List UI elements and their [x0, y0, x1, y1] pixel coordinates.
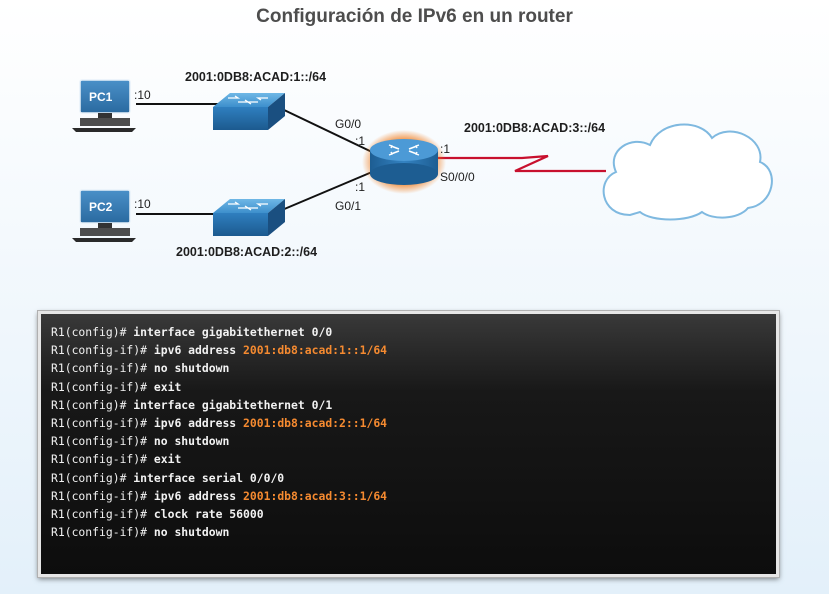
cli-command: ipv6 address	[153, 488, 244, 503]
cli-prompt: R1(config-if)#	[51, 343, 154, 358]
cli-argument: 2001:db8:acad:1::1/64	[243, 343, 388, 358]
cli-command: no shutdown	[153, 434, 230, 449]
cli-prompt: R1(config-if)#	[51, 416, 154, 431]
cli-terminal: R1(config)# interface gigabitethernet 0/…	[37, 310, 780, 578]
cli-line: R1(config)# interface serial 0/0/0	[51, 469, 766, 487]
lan2-network-label: 2001:0DB8:ACAD:2::/64	[176, 245, 318, 259]
cli-command: exit	[153, 379, 182, 394]
link-switch1-router	[281, 108, 373, 153]
cli-command: ipv6 address	[153, 343, 244, 358]
cli-command: interface serial 0/0/0	[133, 470, 285, 485]
cli-command: no shutdown	[153, 361, 230, 376]
g00-interface-label: G0/0	[335, 117, 362, 131]
pc2-label: PC2	[89, 200, 113, 214]
lan1-network-label: 2001:0DB8:ACAD:1::/64	[185, 70, 327, 84]
s000-interface-label: S0/0/0	[440, 170, 475, 184]
page-title: Configuración de IPv6 en un router	[256, 6, 573, 27]
g01-interface-label: G0/1	[335, 199, 362, 213]
serial-link	[436, 154, 606, 173]
cli-prompt: R1(config-if)#	[51, 361, 154, 376]
cli-command: exit	[153, 452, 182, 467]
pc2-host-id: :10	[134, 197, 151, 211]
cli-line: R1(config-if)# ipv6 address 2001:db8:aca…	[51, 487, 766, 505]
cli-line: R1(config-if)# exit	[51, 378, 766, 396]
cli-prompt: R1(config-if)#	[51, 434, 154, 449]
cli-argument: 2001:db8:acad:3::1/64	[243, 488, 388, 503]
cli-prompt: R1(config-if)#	[51, 488, 154, 503]
cli-line: R1(config-if)# ipv6 address 2001:db8:aca…	[51, 341, 766, 359]
cli-line: R1(config-if)# no shutdown	[51, 359, 766, 377]
pc2-icon	[72, 189, 136, 242]
pc1-label: PC1	[89, 90, 113, 104]
pc1-icon	[72, 79, 136, 132]
link-switch2-router	[281, 171, 373, 211]
cli-line: R1(config)# interface gigabitethernet 0/…	[51, 396, 766, 414]
cli-line: R1(config-if)# no shutdown	[51, 432, 766, 450]
switch2-icon	[213, 199, 285, 236]
cli-prompt: R1(config)#	[51, 470, 134, 485]
cli-prompt: R1(config-if)#	[51, 525, 154, 540]
cli-line: R1(config-if)# ipv6 address 2001:db8:aca…	[51, 414, 766, 432]
switch1-icon	[213, 93, 285, 130]
router-icon	[362, 130, 446, 194]
cli-line: R1(config-if)# exit	[51, 450, 766, 468]
g01-host-id: :1	[355, 180, 366, 194]
links	[136, 103, 606, 215]
g00-host-id: :1	[355, 134, 366, 148]
cli-command: clock rate 56000	[153, 507, 264, 522]
cli-line: R1(config-if)# clock rate 56000	[51, 505, 766, 523]
cli-prompt: R1(config-if)#	[51, 507, 154, 522]
cli-command: interface gigabitethernet 0/0	[133, 325, 333, 339]
cli-command: no shutdown	[153, 525, 230, 540]
cli-prompt: R1(config-if)#	[51, 452, 154, 467]
cli-prompt: R1(config-if)#	[51, 379, 154, 394]
cloud-icon	[602, 123, 773, 221]
cli-command: ipv6 address	[153, 416, 244, 431]
cli-argument: 2001:db8:acad:2::1/64	[243, 416, 388, 431]
wan-network-label: 2001:0DB8:ACAD:3::/64	[464, 121, 606, 135]
cli-prompt: R1(config)#	[51, 325, 134, 339]
cli-output: R1(config)# interface gigabitethernet 0/…	[51, 323, 766, 541]
cli-command: interface gigabitethernet 0/1	[133, 397, 333, 412]
cli-line: R1(config)# interface gigabitethernet 0/…	[51, 323, 766, 341]
network-diagram	[72, 79, 773, 242]
cli-prompt: R1(config)#	[51, 397, 134, 412]
pc1-host-id: :10	[134, 88, 151, 102]
s000-host-id: :1	[440, 142, 451, 156]
cli-line: R1(config-if)# no shutdown	[51, 523, 766, 541]
